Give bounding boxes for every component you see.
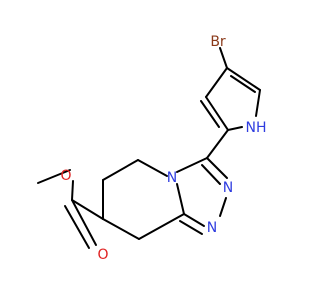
bond-n-lower-c8a-double [179,220,203,235]
atom-nh: NH [246,120,267,136]
atom-labels: Br NH N N N O O [60,34,266,263]
bond-c8-c8a [138,213,185,240]
atom-br: Br [210,34,226,50]
bond-o-ester-methyl [37,169,71,184]
bond-c3-c4 [205,67,228,98]
bond-carbonyl-o [71,199,97,246]
bond-n-upper-n-lower [219,197,227,217]
bond-c8a-n4 [176,183,185,215]
bond-n4-c5 [137,159,168,177]
bond-br-c4 [219,47,228,69]
bond-c5-c5-double [230,75,256,93]
bond-carbonyl-o-double [64,205,90,249]
bond-c4-c5 [226,67,261,91]
bond-c2-c3-double [200,100,220,128]
bond-pyrrole-triazole [206,129,229,159]
background [0,0,300,300]
bond-nh-c2 [227,126,243,131]
bonds [37,47,261,249]
bond-c7-c8 [102,218,140,240]
bond-c3-n4 [176,157,208,173]
atom-n-lower: N [207,220,217,236]
atom-o-carbonyl: O [97,247,108,263]
bond-n-lower-c8a [183,213,205,227]
bond-c2-c3 [205,96,229,131]
bond-c5-nh [255,89,261,117]
atom-o-ester: O [60,168,71,184]
molecule-structure: Br NH N N N O O [0,0,300,300]
bond-c7-carbonyl [71,199,104,220]
bond-c3-n-upper-double [201,164,221,185]
atom-n-upper: N [223,180,233,196]
atom-n-ring: N [167,170,177,186]
bond-c5-c6 [102,159,139,181]
bond-carbonyl-o-ester [71,180,74,201]
bond-c3-n-upper [206,157,228,179]
